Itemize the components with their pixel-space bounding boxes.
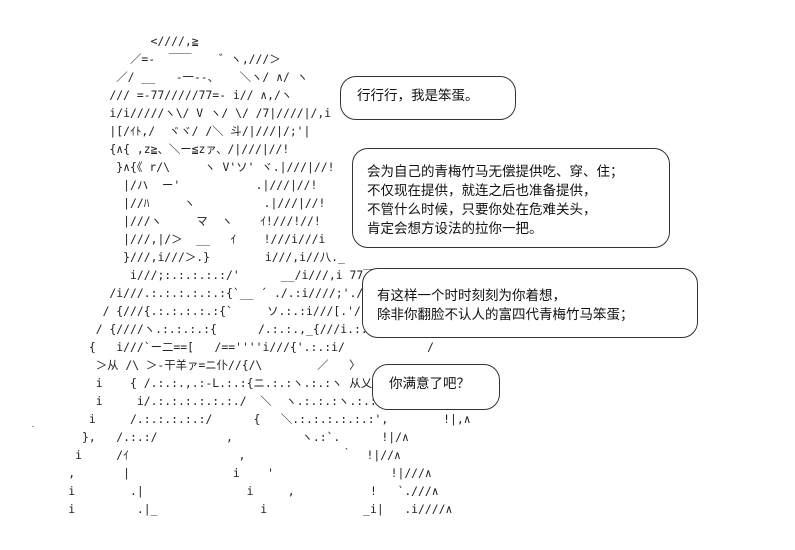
bubble-3-line-1: 有这样一个时时刻刻为你着想，	[377, 288, 566, 304]
bubble-2-line-4: 肯定会想方设法的拉你一把。	[367, 221, 543, 237]
bubble-2-line-2: 不仅现在提供，就连之后也准备提供，	[367, 183, 597, 199]
speech-bubble-1: 行行行，我是笨蛋。	[340, 76, 516, 120]
speech-bubble-3: 有这样一个时时刻刻为你着想， 除非你翻脸不认人的富四代青梅竹马笨蛋；	[362, 268, 698, 338]
bubble-4-line-1: 你满意了吧？	[389, 376, 470, 392]
bubble-2-line-3: 不管什么时候，只要你处在危难关头，	[367, 202, 597, 218]
bubble-3-line-2: 除非你翻脸不认人的富四代青梅竹马笨蛋；	[377, 307, 634, 323]
ascii-art-text: <////,≧ ／=- ￣￣ ゛ヽ,///＞ ／/ __ -一--、 ＼ヽ/ ∧…	[68, 34, 471, 516]
bubble-2-line-1: 会为自己的青梅竹马无偿提供吃、穿、住；	[367, 164, 624, 180]
stray-dot	[32, 426, 34, 427]
bubble-1-line-1: 行行行，我是笨蛋。	[357, 88, 479, 104]
speech-bubble-4: 你满意了吧？	[372, 364, 500, 410]
speech-bubble-2: 会为自己的青梅竹马无偿提供吃、穿、住； 不仅现在提供，就连之后也准备提供， 不管…	[352, 148, 670, 248]
